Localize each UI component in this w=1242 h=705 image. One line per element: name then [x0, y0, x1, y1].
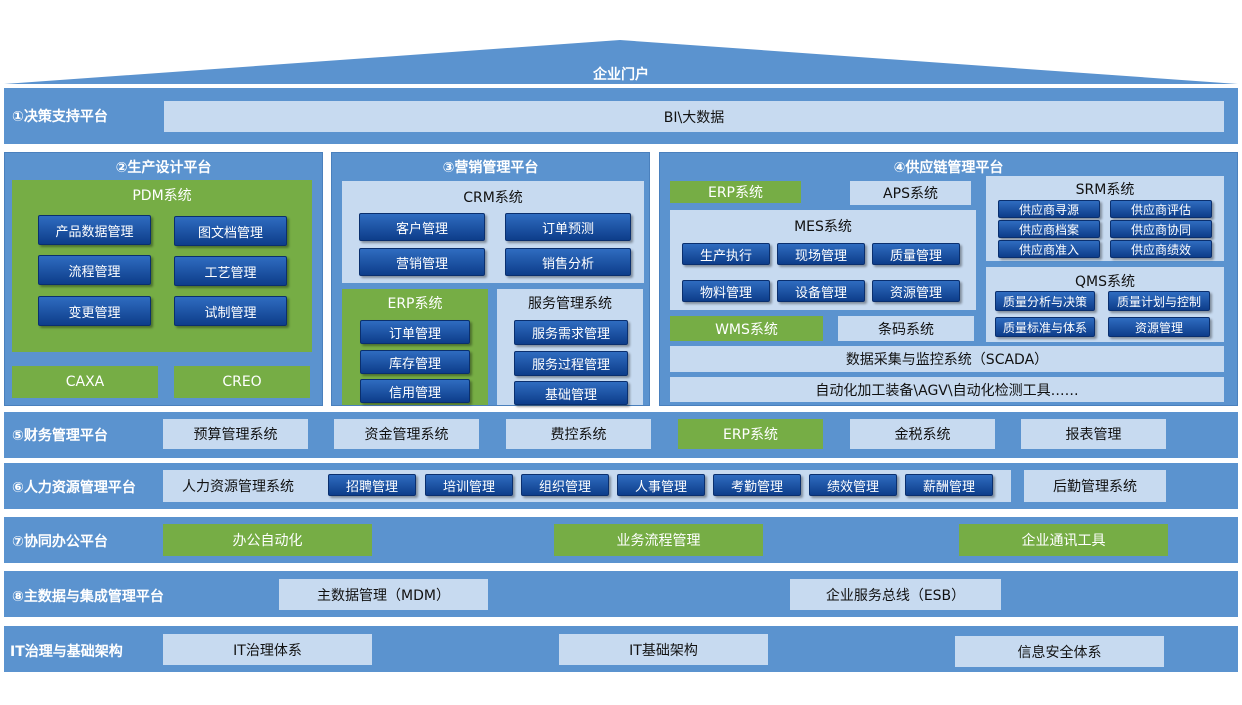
hr-item-organization[interactable]: 组织管理 [521, 474, 609, 496]
it-item-infrastructure[interactable]: IT基础架构 [559, 634, 768, 665]
crm-item-marketing[interactable]: 营销管理 [359, 248, 485, 276]
mes-title: MES系统 [794, 219, 852, 235]
srm-title: SRM系统 [1075, 182, 1135, 198]
mes-item-material[interactable]: 物料管理 [682, 280, 770, 302]
hr-item-recruit[interactable]: 招聘管理 [328, 474, 416, 496]
mdm-item-esb[interactable]: 企业服务总线（ESB） [790, 579, 1001, 610]
caxa-box[interactable]: CAXA [12, 366, 158, 398]
supply-chain-title: ④供应链管理平台 [893, 160, 1004, 176]
hr-item-salary[interactable]: 薪酬管理 [905, 474, 993, 496]
automation-box[interactable]: 自动化加工装备\AGV\自动化检测工具…… [670, 377, 1224, 402]
finance-item-erp[interactable]: ERP系统 [678, 419, 823, 449]
finance-title: ⑤财务管理平台 [12, 428, 108, 444]
srm-item-archive[interactable]: 供应商档案 [998, 220, 1100, 238]
office-item-oa[interactable]: 办公自动化 [163, 524, 372, 556]
office-item-communication[interactable]: 企业通讯工具 [959, 524, 1168, 556]
pdm-item-workflow[interactable]: 流程管理 [38, 255, 151, 285]
hr-system-label: 人力资源管理系统 [182, 479, 294, 495]
pdm-item-change[interactable]: 变更管理 [38, 296, 151, 326]
wms-box[interactable]: WMS系统 [670, 316, 823, 341]
service-title: 服务管理系统 [528, 296, 612, 312]
service-item-process[interactable]: 服务过程管理 [514, 351, 628, 376]
srm-item-admission[interactable]: 供应商准入 [998, 240, 1100, 258]
pdm-item-documents[interactable]: 图文档管理 [174, 216, 287, 246]
finance-item-report[interactable]: 报表管理 [1021, 419, 1166, 449]
finance-item-expense[interactable]: 费控系统 [506, 419, 651, 449]
office-title: ⑦协同办公平台 [12, 534, 108, 550]
mes-item-execution[interactable]: 生产执行 [682, 243, 770, 265]
marketing-title: ③营销管理平台 [442, 160, 539, 176]
erp-item-credit[interactable]: 信用管理 [360, 379, 470, 403]
logistics-box[interactable]: 后勤管理系统 [1024, 470, 1166, 502]
portal-roof [4, 40, 1238, 84]
erp-item-inventory[interactable]: 库存管理 [360, 350, 470, 374]
it-item-governance[interactable]: IT治理体系 [163, 634, 372, 665]
qms-item-analysis[interactable]: 质量分析与决策 [995, 291, 1095, 311]
barcode-box[interactable]: 条码系统 [838, 316, 974, 341]
srm-item-collaboration[interactable]: 供应商协同 [1110, 220, 1212, 238]
scada-box[interactable]: 数据采集与监控系统（SCADA） [670, 346, 1224, 372]
qms-item-planning[interactable]: 质量计划与控制 [1108, 291, 1210, 311]
pdm-item-product-data[interactable]: 产品数据管理 [38, 215, 151, 245]
decision-support-title: ①决策支持平台 [12, 109, 108, 125]
hr-item-personnel[interactable]: 人事管理 [617, 474, 705, 496]
supply-erp-box[interactable]: ERP系统 [670, 181, 801, 203]
creo-box[interactable]: CREO [174, 366, 310, 398]
service-item-basic[interactable]: 基础管理 [514, 381, 628, 405]
qms-item-standards[interactable]: 质量标准与体系 [995, 317, 1095, 337]
hr-item-performance[interactable]: 绩效管理 [809, 474, 897, 496]
marketing-erp-title: ERP系统 [387, 296, 443, 312]
mdm-item-mdm[interactable]: 主数据管理（MDM） [279, 579, 488, 610]
hr-item-attendance[interactable]: 考勤管理 [713, 474, 801, 496]
mes-item-equipment[interactable]: 设备管理 [777, 280, 865, 302]
bi-bigdata-box[interactable]: BI\大数据 [164, 101, 1224, 132]
finance-item-tax[interactable]: 金税系统 [850, 419, 995, 449]
pdm-item-process[interactable]: 工艺管理 [174, 256, 287, 286]
qms-title: QMS系统 [1075, 274, 1135, 290]
crm-item-order-forecast[interactable]: 订单预测 [505, 213, 631, 241]
finance-item-funds[interactable]: 资金管理系统 [334, 419, 479, 449]
production-design-title: ②生产设计平台 [115, 160, 212, 176]
srm-item-sourcing[interactable]: 供应商寻源 [998, 200, 1100, 218]
roof-shape [4, 40, 1238, 84]
finance-item-budget[interactable]: 预算管理系统 [163, 419, 308, 449]
it-title: IT治理与基础架构 [10, 644, 123, 660]
service-item-demand[interactable]: 服务需求管理 [514, 320, 628, 345]
hr-title: ⑥人力资源管理平台 [12, 480, 136, 496]
pdm-title: PDM系统 [132, 188, 192, 204]
qms-item-resource[interactable]: 资源管理 [1108, 317, 1210, 337]
portal-title: 企业门户 [593, 67, 649, 83]
aps-box[interactable]: APS系统 [850, 181, 971, 205]
srm-item-performance[interactable]: 供应商绩效 [1110, 240, 1212, 258]
crm-item-customer[interactable]: 客户管理 [359, 213, 485, 241]
crm-item-sales-analysis[interactable]: 销售分析 [505, 248, 631, 276]
mdm-band [4, 571, 1238, 617]
hr-item-training[interactable]: 培训管理 [425, 474, 513, 496]
mes-item-resource[interactable]: 资源管理 [872, 280, 960, 302]
it-item-security[interactable]: 信息安全体系 [955, 636, 1164, 667]
mes-item-site[interactable]: 现场管理 [777, 243, 865, 265]
erp-item-order[interactable]: 订单管理 [360, 320, 470, 344]
srm-item-evaluation[interactable]: 供应商评估 [1110, 200, 1212, 218]
pdm-item-trial[interactable]: 试制管理 [174, 296, 287, 326]
mdm-title: ⑧主数据与集成管理平台 [12, 589, 164, 605]
mes-item-quality[interactable]: 质量管理 [872, 243, 960, 265]
office-item-bpm[interactable]: 业务流程管理 [554, 524, 763, 556]
crm-title: CRM系统 [463, 190, 523, 206]
